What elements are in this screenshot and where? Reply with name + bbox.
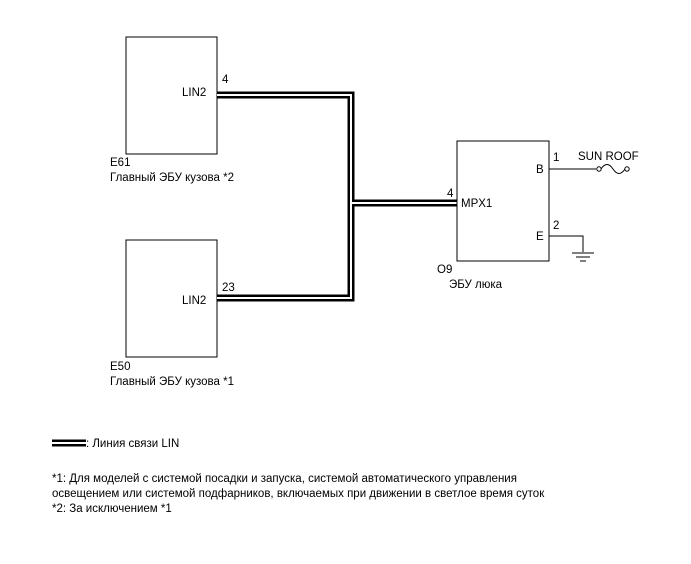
ecu-o9-e-pin-number: 2 (553, 220, 559, 232)
ecu-e61-port-label: LIN2 (182, 87, 206, 99)
ecu-e61-code: E61 (110, 157, 130, 169)
e-pin-ground-wire (549, 235, 584, 252)
footnote-line-1: *1: Для моделей с системой посадки и зап… (52, 473, 517, 485)
sun-roof-fuse-label: SUN ROOF (578, 151, 639, 163)
ecu-e50-name: Главный ЭБУ кузова *1 (110, 376, 234, 388)
ecu-o9-box (456, 140, 550, 262)
ecu-e61-name: Главный ЭБУ кузова *2 (110, 172, 234, 184)
ecu-o9-b-pin-number: 1 (553, 152, 559, 164)
fuse-icon (596, 164, 630, 174)
ecu-o9-mpx-pin-number: 4 (447, 188, 454, 200)
ecu-o9-mpx-port-label: MPX1 (461, 198, 492, 210)
ground-icon (572, 252, 594, 262)
ecu-o9-e-port-label: E (536, 231, 544, 243)
ecu-o9-name: ЭБУ люка (449, 279, 503, 291)
footnote-line-2: освещением или системой подфарников, вкл… (52, 488, 545, 500)
ecu-e61-pin-number: 4 (222, 74, 229, 86)
ecu-e50-code: E50 (110, 361, 130, 373)
ecu-o9-b-port-label: B (536, 164, 544, 176)
ecu-e50-pin-number: 23 (222, 282, 235, 294)
lin-communication-line (217, 91, 457, 302)
legend-text: : Линия связи LIN (86, 438, 179, 450)
footnote-line-3: *2: За исключением *1 (52, 503, 172, 515)
ecu-e50-port-label: LIN2 (182, 295, 206, 307)
ecu-o9-code: O9 (437, 264, 452, 276)
